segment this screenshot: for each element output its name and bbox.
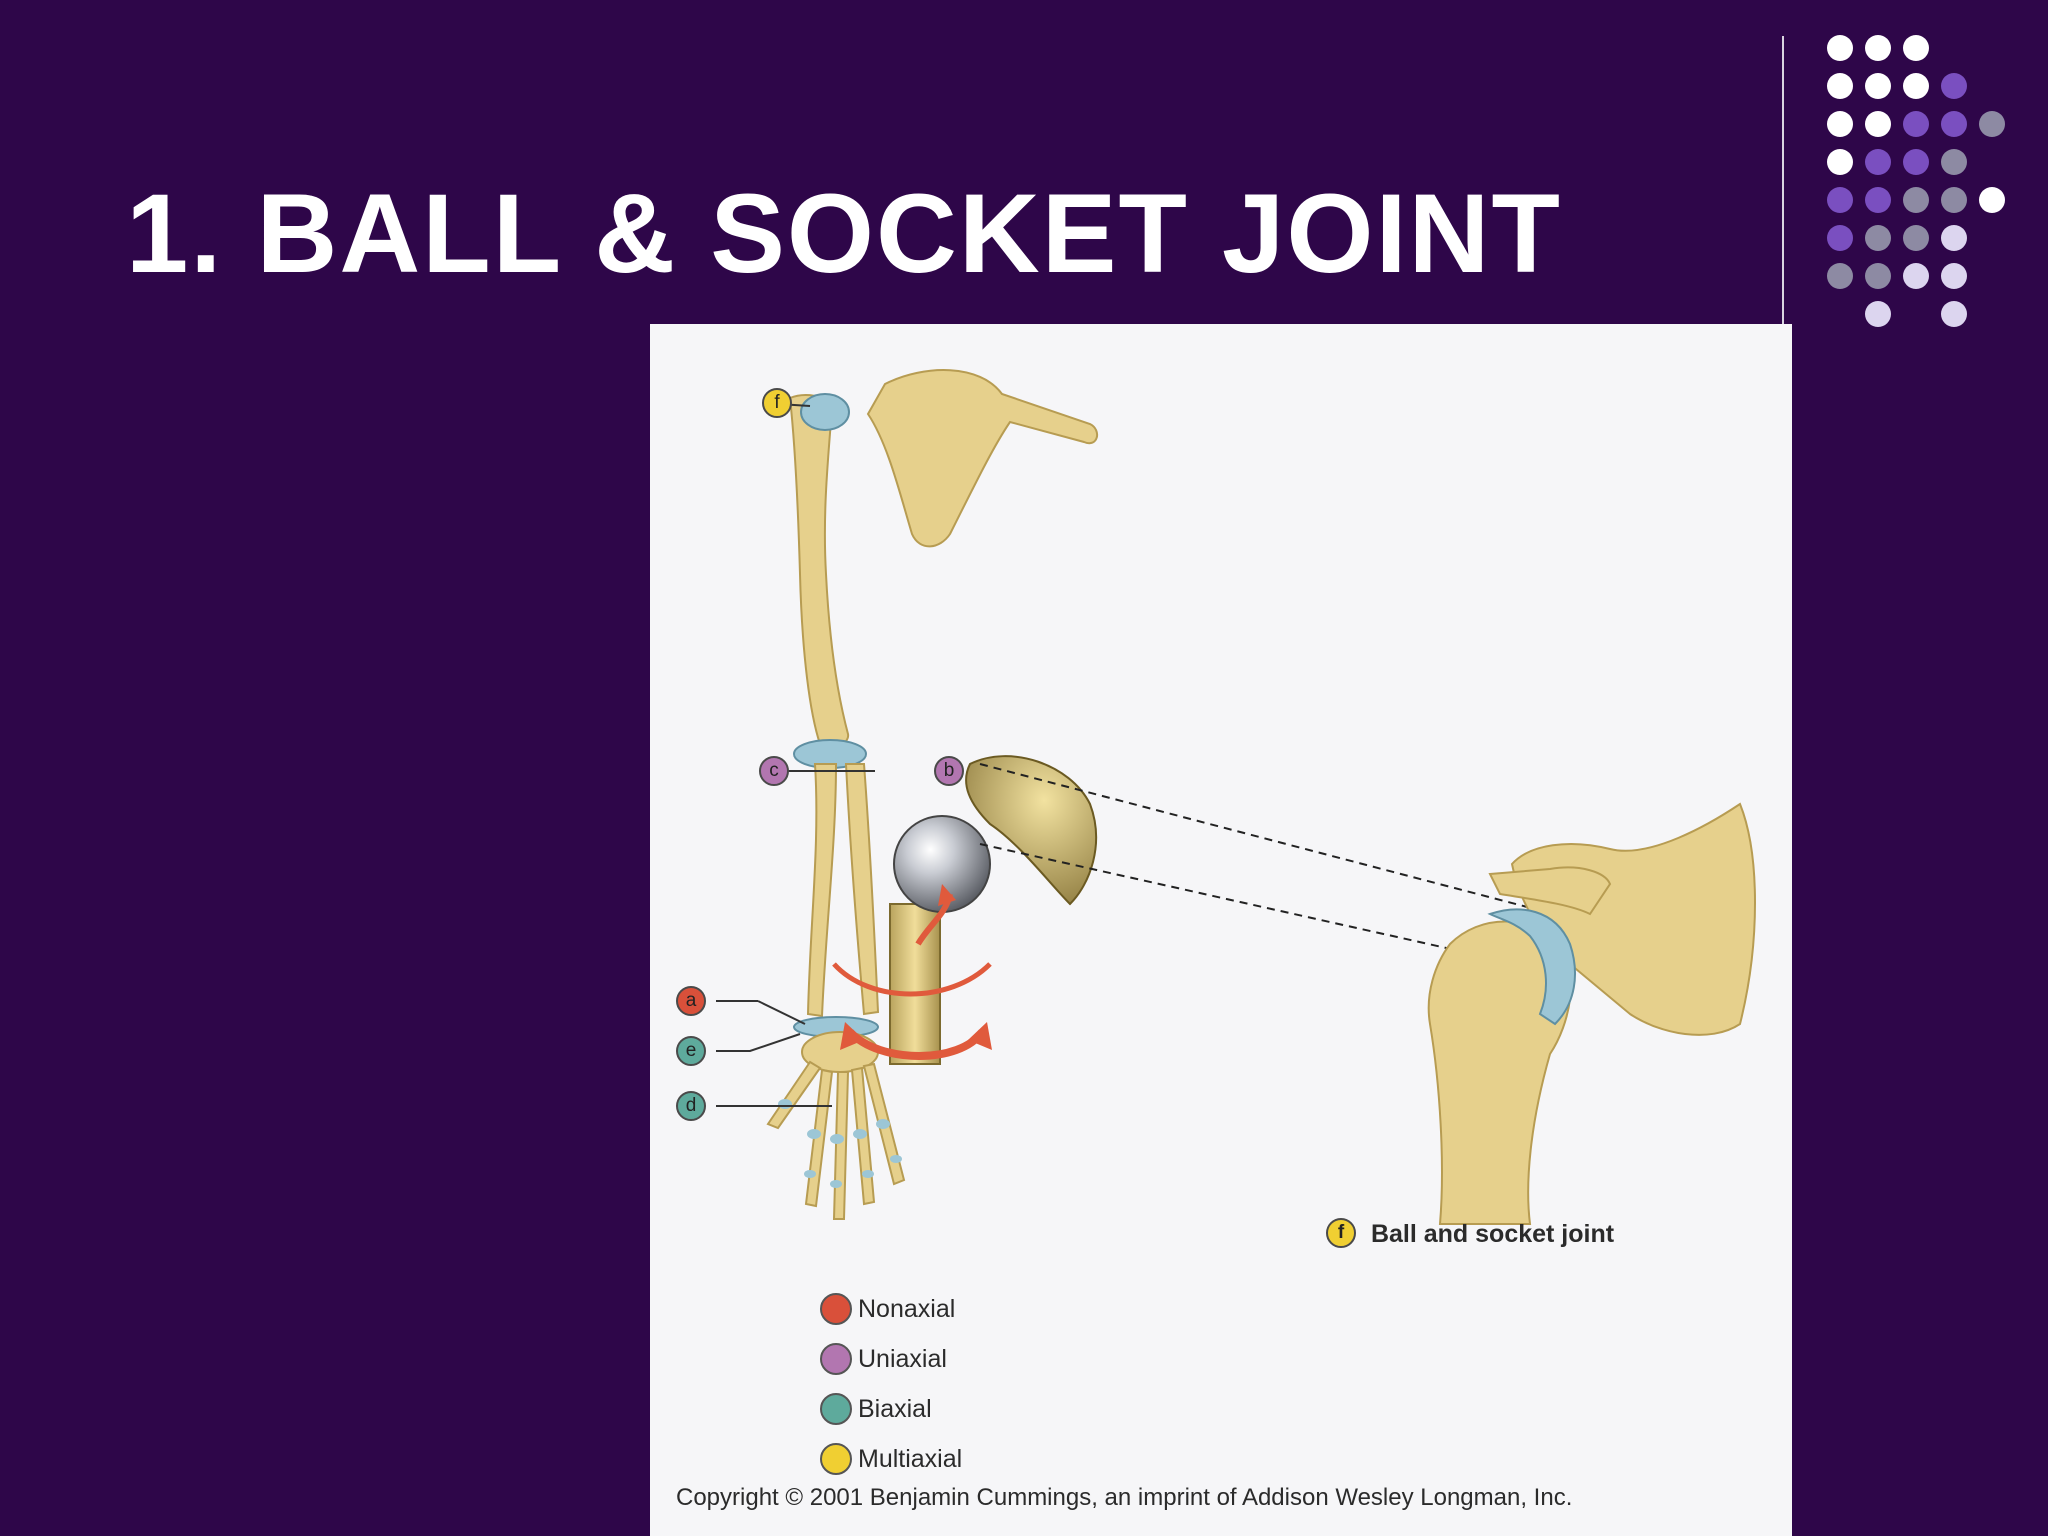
callout-e: e	[676, 1036, 706, 1066]
shoulder-cartilage	[800, 393, 850, 431]
decorative-dot	[1865, 225, 1891, 251]
copyright-notice: Copyright © 2001 Benjamin Cummings, an i…	[676, 1484, 1573, 1511]
model-shaft	[889, 903, 941, 1065]
decorative-dot	[1903, 111, 1929, 137]
legend-item: Multiaxial	[820, 1434, 962, 1484]
joint-diagram-figure: f c b a e d f Ball and socket joint Nona…	[650, 324, 1792, 1536]
legend-swatch-nonaxial	[820, 1293, 852, 1325]
decorative-dot	[1941, 149, 1967, 175]
legend-label: Uniaxial	[858, 1344, 947, 1373]
decorative-dot	[1827, 73, 1853, 99]
decorative-dot	[1941, 111, 1967, 137]
ball-socket-caption-marker: f	[1326, 1218, 1356, 1249]
legend-item: Nonaxial	[820, 1284, 962, 1334]
joint-type-legend: Nonaxial Uniaxial Biaxial Multiaxial	[820, 1284, 962, 1484]
decorative-dot	[1903, 73, 1929, 99]
ball-socket-model	[832, 755, 1555, 1065]
decorative-dot	[1865, 111, 1891, 137]
decorative-dot	[1903, 149, 1929, 175]
decorative-dot	[1941, 263, 1967, 289]
shoulder-joint-detail	[1427, 802, 1756, 1225]
decorative-dot	[1827, 263, 1853, 289]
title-divider	[1782, 36, 1784, 326]
humerus-bone	[788, 394, 850, 750]
rotation-arrow-tilt	[832, 962, 992, 997]
decorative-dot	[1827, 149, 1853, 175]
decorative-dot	[1941, 301, 1967, 327]
decorative-dot	[1903, 187, 1929, 213]
shoulder-cartilage-detail	[1487, 908, 1576, 1026]
decorative-dot	[1865, 187, 1891, 213]
decorative-dot	[1865, 73, 1891, 99]
ball-socket-caption-text: Ball and socket joint	[1370, 1220, 1615, 1248]
decorative-dot	[1941, 225, 1967, 251]
slide-title: 1. BALL & SOCKET JOINT	[126, 171, 1562, 296]
legend-swatch-biaxial	[820, 1393, 852, 1425]
callout-f: f	[762, 388, 792, 418]
callout-c: c	[759, 756, 789, 786]
decorative-dot	[1865, 149, 1891, 175]
model-socket-cup	[965, 755, 1098, 906]
decorative-dot	[1903, 35, 1929, 61]
callout-b: b	[934, 756, 964, 786]
callout-d: d	[676, 1091, 706, 1121]
decorative-dot	[1865, 35, 1891, 61]
acromion-process	[1488, 866, 1612, 916]
legend-swatch-multiaxial	[820, 1443, 852, 1475]
legend-label: Multiaxial	[858, 1444, 963, 1473]
legend-item: Uniaxial	[820, 1334, 962, 1384]
radius-bone	[844, 763, 880, 1016]
decorative-dot	[1827, 35, 1853, 61]
legend-label: Nonaxial	[858, 1294, 956, 1323]
decorative-dot	[1865, 263, 1891, 289]
legend-label: Biaxial	[858, 1394, 932, 1423]
decorative-dot	[1941, 187, 1967, 213]
callout-a: a	[676, 986, 706, 1016]
decorative-dot	[1903, 225, 1929, 251]
legend-item: Biaxial	[820, 1384, 962, 1434]
legend-swatch-uniaxial	[820, 1343, 852, 1375]
decorative-dot	[1827, 187, 1853, 213]
decorative-dot	[1941, 73, 1967, 99]
decorative-dot	[1979, 187, 2005, 213]
decorative-dot	[1865, 301, 1891, 327]
arm-skeleton-illustration	[716, 369, 1756, 1225]
decorative-dot	[1827, 225, 1853, 251]
scapula-bone	[866, 369, 1099, 548]
decorative-dot	[1827, 111, 1853, 137]
ball-socket-caption: f Ball and socket joint	[1326, 1218, 1615, 1250]
decorative-dot	[1903, 263, 1929, 289]
decorative-dot	[1979, 111, 2005, 137]
ulna-bone	[806, 763, 838, 1018]
